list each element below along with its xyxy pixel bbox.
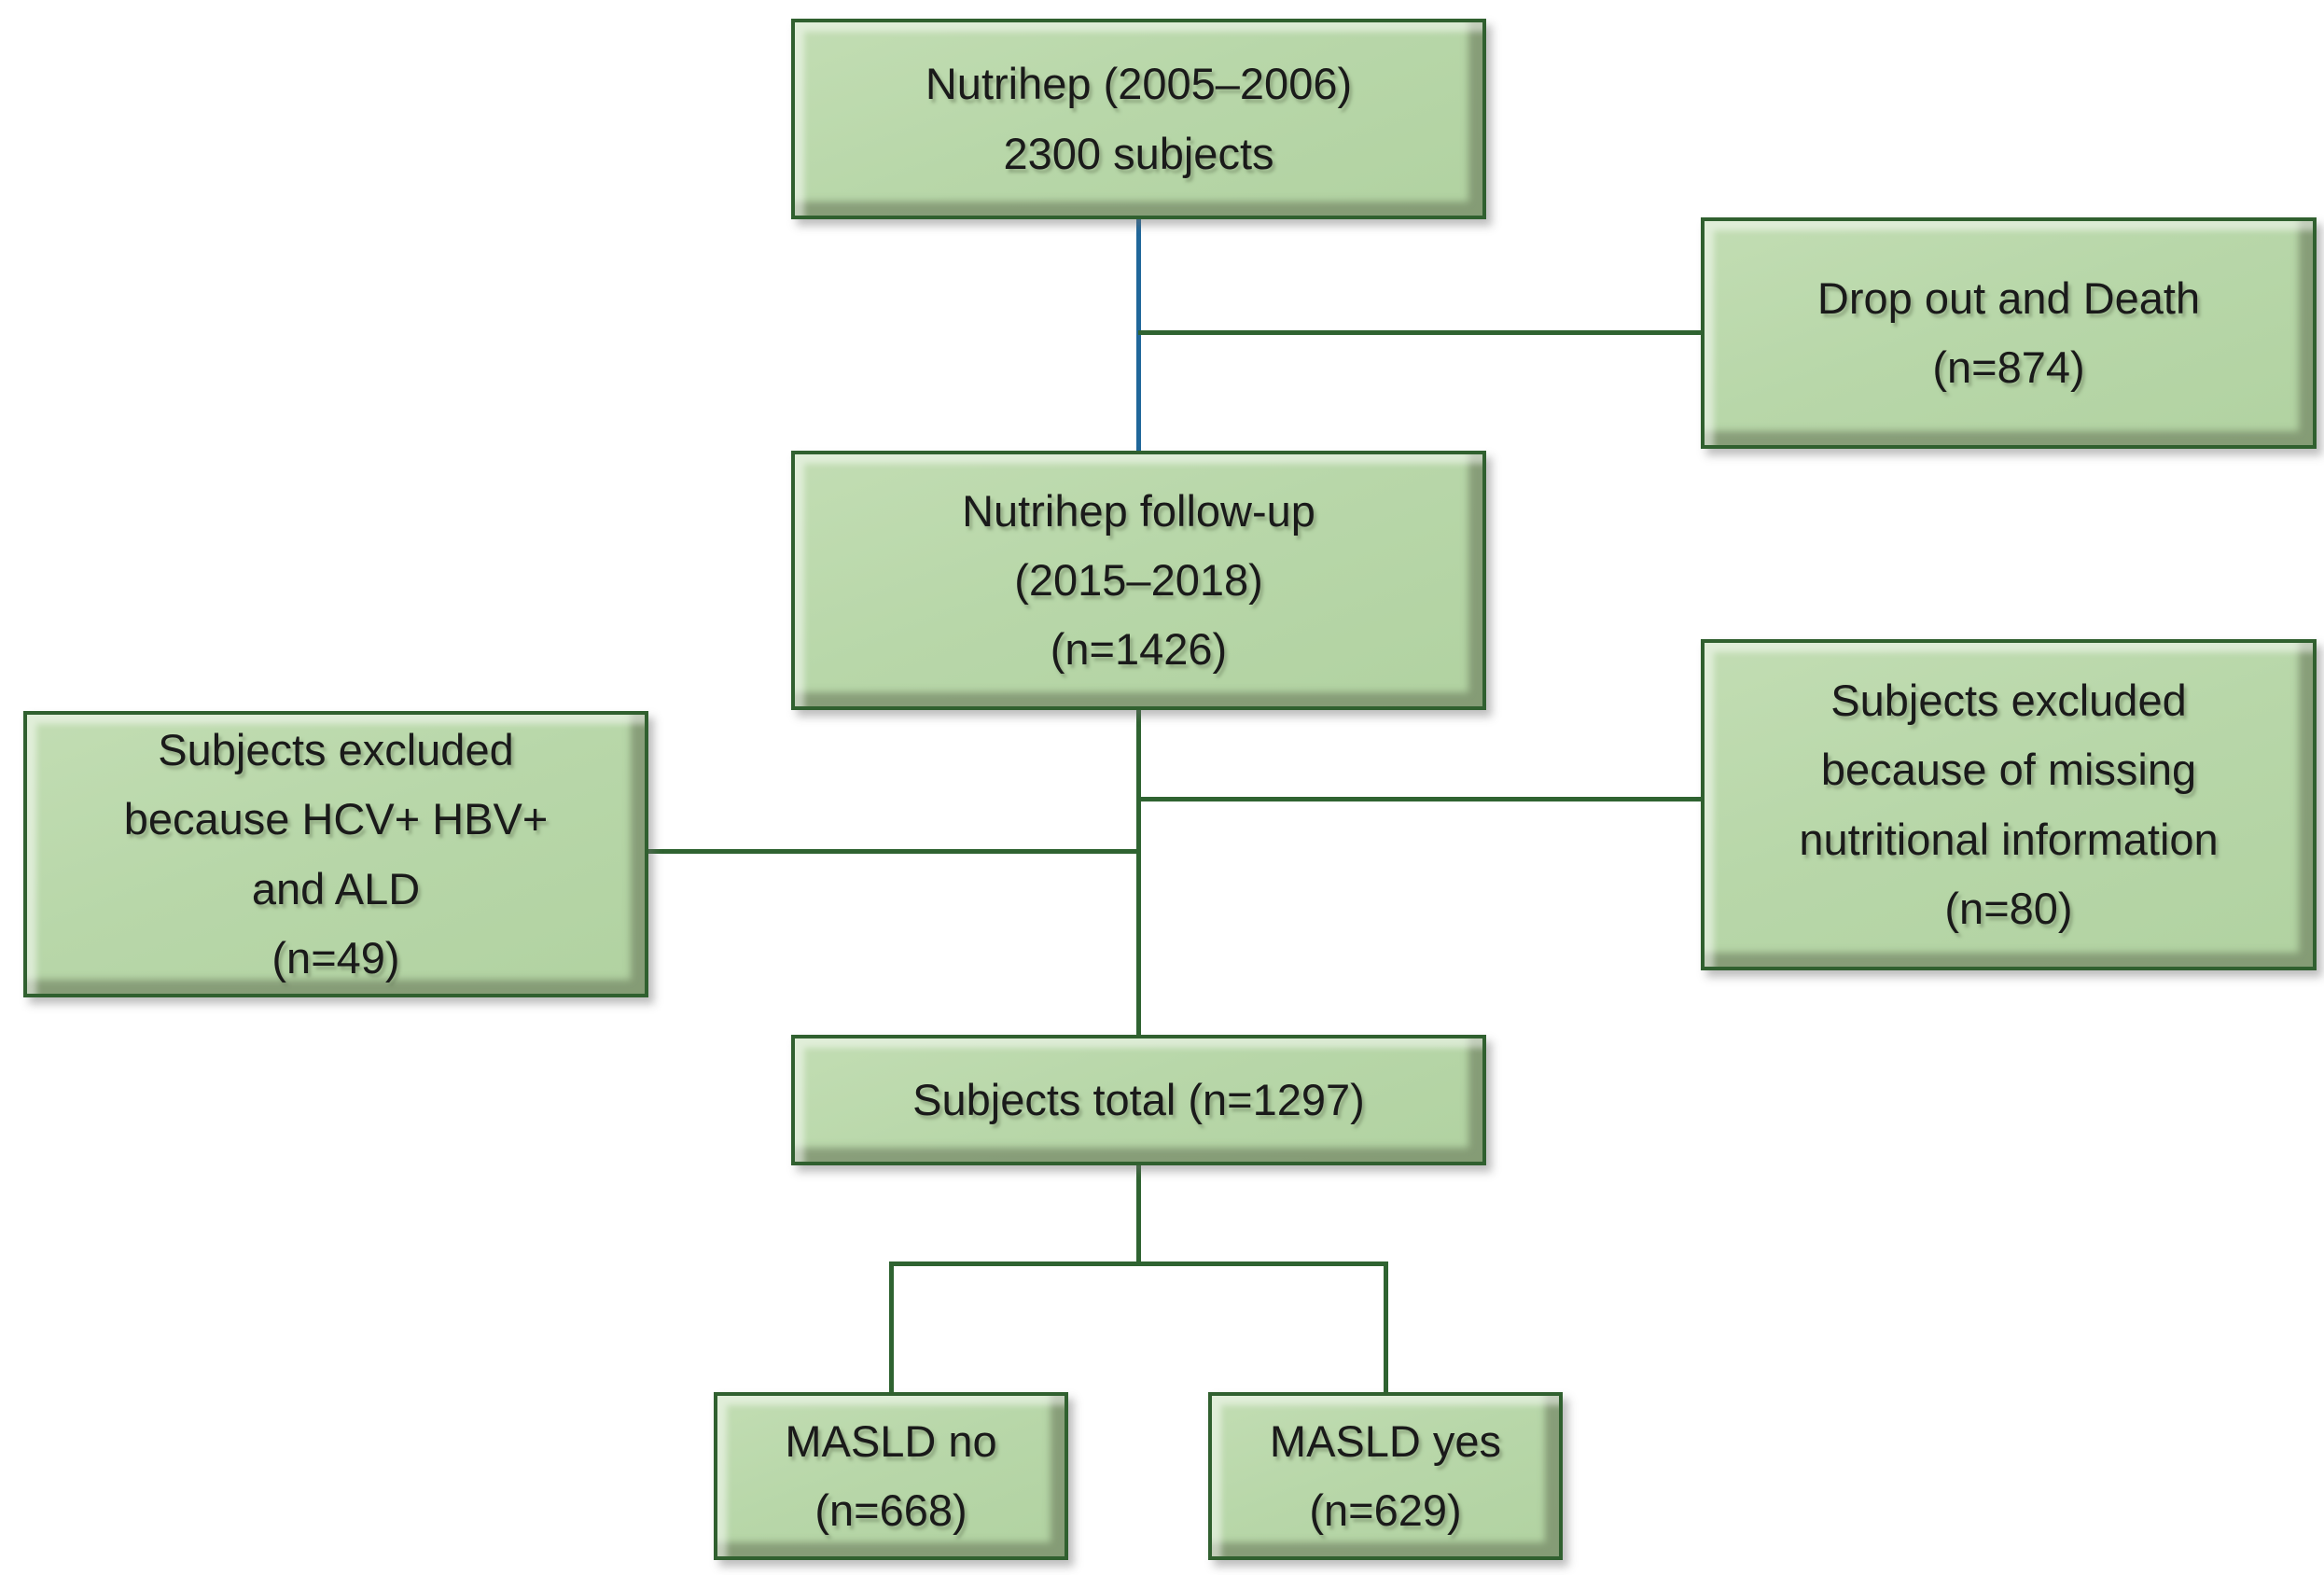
node-line: Nutrihep (2005–2006) <box>925 59 1353 109</box>
node-line: (2015–2018) <box>1014 554 1263 605</box>
node-nutrihep-baseline: Nutrihep (2005–2006) 2300 subjects <box>791 19 1486 219</box>
connector-total-to-split <box>1136 1165 1141 1265</box>
node-line: Subjects total (n=1297) <box>912 1074 1365 1124</box>
node-nutrihep-followup: Nutrihep follow-up (2015–2018) (n=1426) <box>791 451 1486 710</box>
connector-split-to-masld-yes <box>1384 1261 1388 1392</box>
node-line: Subjects excluded <box>1830 676 2187 725</box>
node-line: (n=874) <box>1932 342 2085 392</box>
node-line: (n=1426) <box>1050 624 1228 675</box>
node-line: Subjects excluded <box>158 725 514 774</box>
node-line: (n=668) <box>814 1485 967 1535</box>
node-masld-yes: MASLD yes (n=629) <box>1208 1392 1563 1560</box>
connector-to-missing-nutrition <box>1138 797 1701 801</box>
node-line: nutritional information <box>1799 814 2219 864</box>
node-masld-no: MASLD no (n=668) <box>714 1392 1068 1560</box>
connector-to-dropout <box>1138 330 1701 335</box>
node-line: Nutrihep follow-up <box>962 485 1315 536</box>
node-line: Drop out and Death <box>1816 272 2201 323</box>
node-line: 2300 subjects <box>1003 128 1274 178</box>
node-dropout-death: Drop out and Death (n=874) <box>1701 217 2317 449</box>
node-line: and ALD <box>251 863 421 913</box>
node-excluded-missing-nutrition: Subjects excluded because of missing nut… <box>1701 639 2317 970</box>
node-line: because of missing <box>1820 745 2197 795</box>
node-line: MASLD no <box>785 1415 997 1466</box>
node-line: (n=80) <box>1944 883 2073 933</box>
connector-followup-to-total <box>1136 710 1141 1035</box>
connector-to-hcv-exclusion <box>648 849 1140 854</box>
node-line: because HCV+ HBV+ <box>123 794 549 844</box>
connector-split-bar <box>889 1261 1388 1266</box>
node-line: (n=629) <box>1309 1485 1462 1535</box>
node-line: MASLD yes <box>1269 1415 1502 1466</box>
connector-split-to-masld-no <box>889 1261 894 1392</box>
node-line: (n=49) <box>271 932 400 983</box>
connector-baseline-to-followup <box>1136 219 1141 451</box>
node-subjects-total: Subjects total (n=1297) <box>791 1035 1486 1165</box>
node-excluded-hcv-hbv-ald: Subjects excluded because HCV+ HBV+ and … <box>23 711 648 997</box>
